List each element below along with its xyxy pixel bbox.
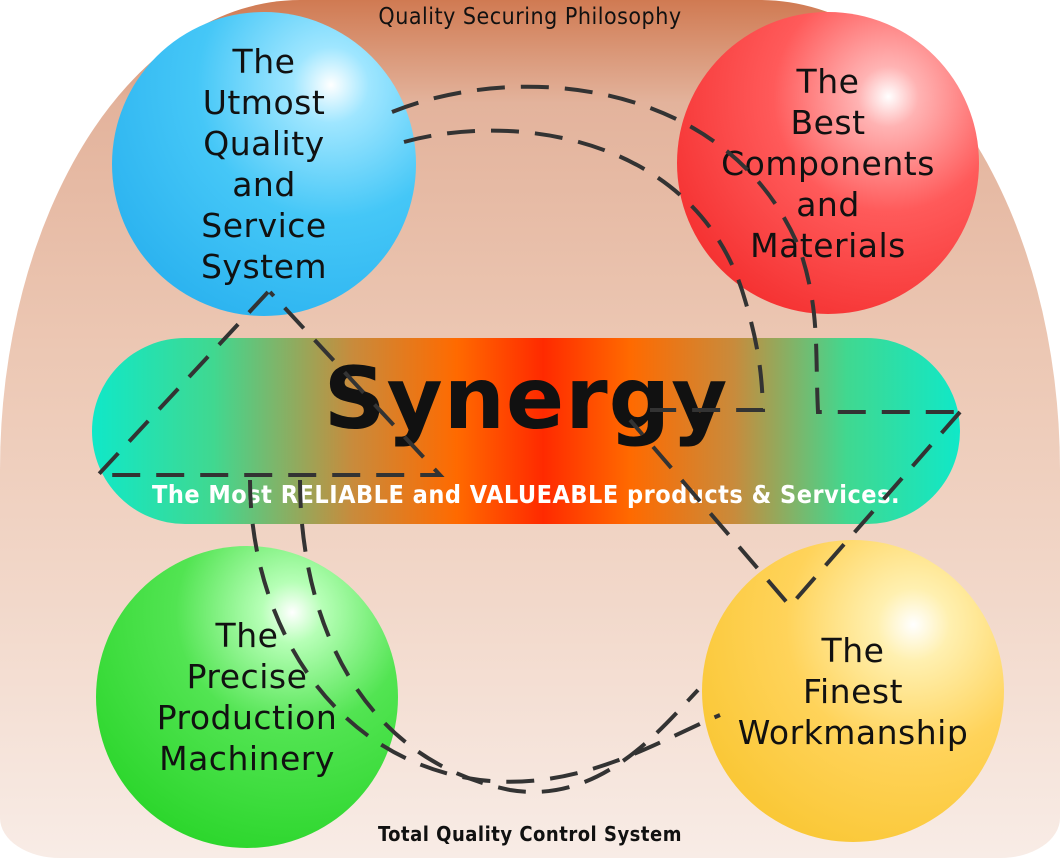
circle-line: Machinery [159,739,335,778]
circle-line: Materials [750,225,906,265]
circle-line: and [232,165,296,204]
circle-line: Workmanship [737,712,969,752]
synergy-band: Synergy The Most RELIABLE and VALUEABLE … [92,338,960,524]
circle-line: The [215,616,279,655]
circle-quality-service: The Utmost Quality and Service System [112,12,416,316]
circle-line: The [232,42,296,81]
circle-line: Best [790,102,866,142]
circle-line: Precise [186,657,308,696]
circle-components-materials-label: The Best Components and Materials [721,61,935,266]
synergy-subtitle: The Most RELIABLE and VALUEABLE products… [151,480,901,509]
circle-line: Service [201,206,327,245]
circle-line: Components [721,143,935,183]
top-caption: Quality Securing Philosophy [378,4,682,30]
circle-finest-workmanship-label: The Finest Workmanship [738,630,969,753]
circle-components-materials: The Best Components and Materials [677,12,979,314]
circle-production-machinery-label: The Precise Production Machinery [157,615,338,779]
circle-line: The [821,630,885,670]
circle-line: and [796,184,860,224]
circle-line: Finest [802,671,904,711]
circle-production-machinery: The Precise Production Machinery [96,546,398,848]
bottom-caption: Total Quality Control System [378,822,682,846]
circle-finest-workmanship: The Finest Workmanship [702,540,1004,842]
circle-line: Quality [203,124,325,163]
circle-line: The [796,61,860,101]
synergy-title: Synergy [323,349,729,449]
circle-line: Utmost [202,83,326,122]
circle-line: System [200,247,328,286]
circle-line: Production [156,698,338,737]
circle-quality-service-label: The Utmost Quality and Service System [201,41,327,287]
